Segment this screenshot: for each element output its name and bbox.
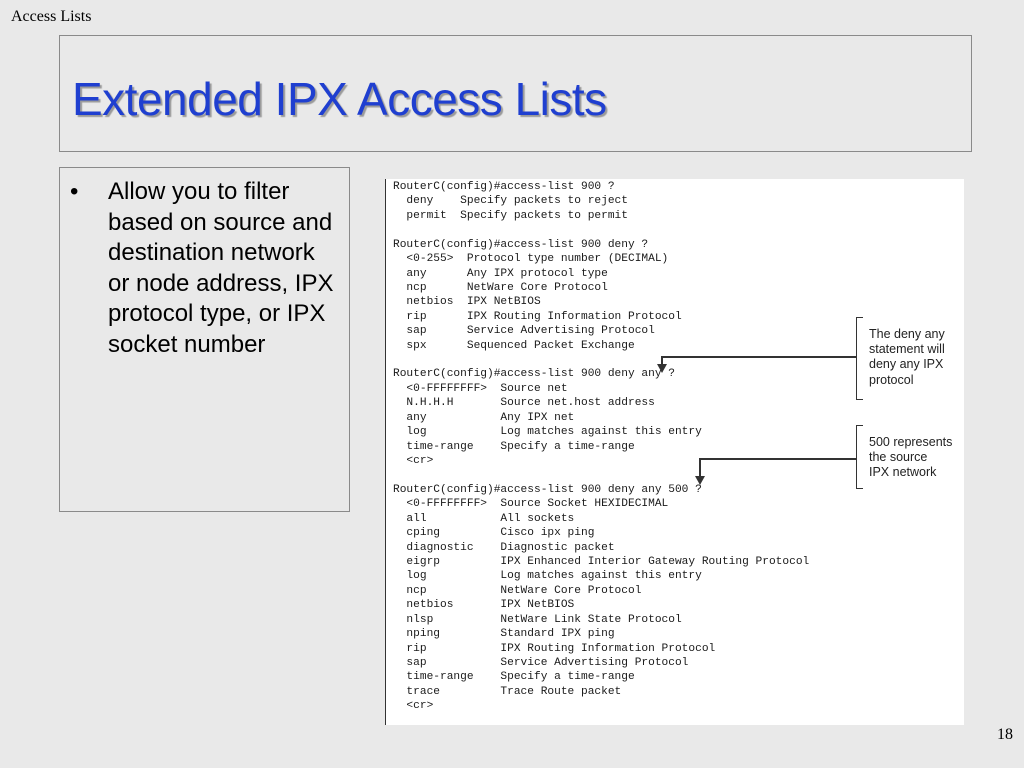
- callout-line: The deny any: [869, 327, 945, 341]
- cli-line: RouterC(config)#access-list 900 deny ?: [393, 238, 649, 251]
- cli-line: N.H.H.H Source net.host address: [393, 397, 655, 410]
- cli-line: sap Service Advertising Protocol: [393, 656, 689, 669]
- cli-line: RouterC(config)#access-list 900 deny any…: [393, 368, 675, 381]
- cli-line: time-range Specify a time-range: [393, 440, 635, 453]
- arrow-deny-any-icon: [657, 364, 667, 373]
- arrow-500-icon: [695, 476, 705, 485]
- cli-line: rip IPX Routing Information Protocol: [393, 642, 716, 655]
- cli-line: RouterC(config)#access-list 900 deny any…: [393, 483, 702, 496]
- cli-line: ncp NetWare Core Protocol: [393, 281, 608, 294]
- cli-line: deny Specify packets to reject: [393, 195, 628, 208]
- callout-line: 500 represents: [869, 435, 953, 449]
- cli-line: <0-FFFFFFFF> Source net: [393, 382, 568, 395]
- callout-line: IPX network: [869, 465, 937, 480]
- callout-line: statement will: [869, 342, 945, 357]
- cli-line: diagnostic Diagnostic packet: [393, 541, 615, 554]
- cli-line: RouterC(config)#access-list 900 ?: [393, 181, 615, 193]
- cli-line: <0-255> Protocol type number (DECIMAL): [393, 253, 669, 266]
- cli-line: nlsp NetWare Link State Protocol: [393, 613, 682, 626]
- cli-line: rip IPX Routing Information Protocol: [393, 310, 682, 323]
- callout-connector-deny-any-drop: [661, 356, 663, 364]
- callout-deny-any: The deny any statement will deny any IPX…: [869, 327, 945, 388]
- content-box: • Allow you to filter based on source an…: [59, 167, 350, 512]
- cli-line: log Log matches against this entry: [393, 426, 702, 439]
- bullet-marker: •: [70, 178, 79, 205]
- cli-line: cping Cisco ipx ping: [393, 527, 595, 540]
- slide-title: Extended IPX Access Lists: [72, 73, 607, 125]
- callout-connector-500: [699, 458, 857, 460]
- cli-line: sap Service Advertising Protocol: [393, 325, 655, 338]
- cli-line: ncp NetWare Core Protocol: [393, 584, 642, 597]
- cli-line: eigrp IPX Enhanced Interior Gateway Rout…: [393, 555, 810, 568]
- callout-bracket-deny-any: [856, 317, 863, 400]
- callout-line: protocol: [869, 372, 914, 387]
- bullet-text: Allow you to filter based on source and …: [108, 178, 334, 358]
- cli-output: RouterC(config)#access-list 900 ? deny S…: [393, 180, 809, 714]
- callout-bracket-500: [856, 425, 863, 489]
- cli-line: spx Sequenced Packet Exchange: [393, 339, 635, 352]
- cli-line: nping Standard IPX ping: [393, 628, 615, 641]
- cli-line: all All sockets: [393, 512, 575, 525]
- cli-line: permit Specify packets to permit: [393, 209, 628, 222]
- callout-500: 500 represents the source IPX network: [869, 435, 952, 481]
- cli-figure: RouterC(config)#access-list 900 ? deny S…: [385, 179, 964, 725]
- cli-line: netbios IPX NetBIOS: [393, 296, 541, 309]
- header-label: Access Lists: [11, 8, 92, 25]
- cli-line: <cr>: [393, 700, 434, 713]
- cli-line: <cr>: [393, 455, 434, 468]
- callout-connector-deny-any: [661, 356, 857, 358]
- cli-line: time-range Specify a time-range: [393, 671, 635, 684]
- cli-line: any Any IPX protocol type: [393, 267, 608, 280]
- cli-line: log Log matches against this entry: [393, 570, 702, 583]
- title-box: Extended IPX Access Lists: [59, 35, 972, 152]
- cli-line: <0-FFFFFFFF> Source Socket HEXIDECIMAL: [393, 498, 669, 511]
- cli-line: netbios IPX NetBIOS: [393, 599, 575, 612]
- cli-line: any Any IPX net: [393, 411, 575, 424]
- figure-border-line: [385, 179, 386, 725]
- callout-line: the source: [869, 450, 928, 465]
- bullet-item: • Allow you to filter based on source an…: [70, 177, 335, 360]
- callout-line: deny any IPX: [869, 357, 944, 372]
- cli-line: trace Trace Route packet: [393, 685, 622, 698]
- page-number: 18: [997, 726, 1013, 743]
- callout-connector-500-drop: [699, 458, 701, 477]
